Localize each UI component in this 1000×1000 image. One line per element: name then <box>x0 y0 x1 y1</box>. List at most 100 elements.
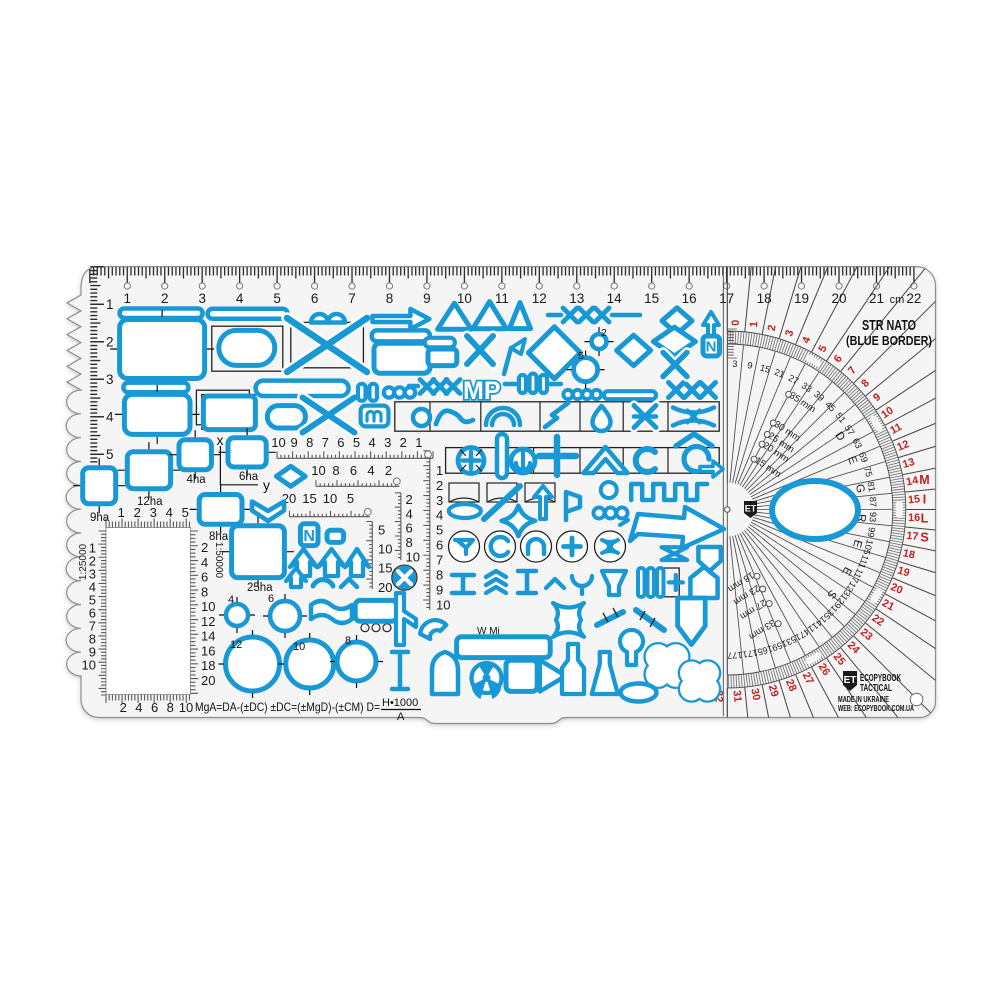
svg-text:7: 7 <box>348 291 356 306</box>
svg-text:9: 9 <box>747 360 754 371</box>
svg-text:3: 3 <box>384 435 391 450</box>
svg-text:12: 12 <box>230 639 242 651</box>
svg-text:S: S <box>920 531 928 545</box>
svg-text:2: 2 <box>106 334 114 349</box>
svg-text:13: 13 <box>569 291 584 306</box>
svg-text:1: 1 <box>89 541 96 556</box>
svg-text:MP: MP <box>463 377 501 405</box>
svg-text:x: x <box>217 432 224 448</box>
svg-text:4: 4 <box>228 594 234 606</box>
svg-text:5: 5 <box>273 291 281 306</box>
svg-text:6: 6 <box>406 521 413 536</box>
svg-text:4: 4 <box>236 291 244 306</box>
svg-text:5: 5 <box>816 343 829 354</box>
svg-text:16: 16 <box>908 512 920 524</box>
svg-text:15: 15 <box>378 561 392 576</box>
svg-text:7: 7 <box>436 553 443 568</box>
svg-text:9ha: 9ha <box>90 512 110 524</box>
svg-text:2: 2 <box>406 492 413 507</box>
svg-text:5: 5 <box>106 447 114 462</box>
svg-text:5: 5 <box>353 435 360 450</box>
svg-text:22: 22 <box>906 291 921 306</box>
svg-text:10: 10 <box>271 435 285 450</box>
svg-text:19: 19 <box>896 564 911 579</box>
svg-text:14: 14 <box>905 474 919 488</box>
svg-text:7: 7 <box>322 435 329 450</box>
svg-text:9: 9 <box>89 645 96 660</box>
svg-text:31: 31 <box>730 690 743 703</box>
svg-text:8ha: 8ha <box>209 531 229 543</box>
svg-text:6ha: 6ha <box>239 471 259 483</box>
svg-text:0: 0 <box>730 320 742 326</box>
svg-text:4: 4 <box>368 435 375 450</box>
svg-text:63: 63 <box>850 436 864 450</box>
svg-text:25: 25 <box>831 651 848 668</box>
svg-text:2: 2 <box>89 554 96 569</box>
svg-text:1: 1 <box>436 463 443 478</box>
svg-text:4: 4 <box>406 506 413 521</box>
svg-text:21: 21 <box>773 367 786 380</box>
svg-text:6: 6 <box>89 606 96 621</box>
svg-text:8: 8 <box>332 463 339 478</box>
svg-text:5: 5 <box>378 522 385 537</box>
svg-text:30: 30 <box>748 687 762 701</box>
svg-text:STR NATO: STR NATO <box>862 318 916 334</box>
svg-text:cm: cm <box>890 294 905 306</box>
svg-text:8: 8 <box>306 435 313 450</box>
svg-text:ET: ET <box>844 675 857 686</box>
svg-text:ECOPYBOOK: ECOPYBOOK <box>860 672 901 684</box>
svg-text:8: 8 <box>406 535 413 550</box>
svg-text:14: 14 <box>201 629 215 644</box>
svg-text:16: 16 <box>682 291 697 306</box>
svg-text:4: 4 <box>800 335 813 345</box>
svg-text:E: E <box>845 455 859 467</box>
svg-text:3: 3 <box>106 372 114 387</box>
svg-text:165: 165 <box>756 643 773 657</box>
svg-text:WEB: ECOPYBOOK.COM.UA: WEB: ECOPYBOOK.COM.UA <box>838 704 914 713</box>
svg-text:29: 29 <box>766 683 781 698</box>
svg-text:E: E <box>850 538 864 549</box>
svg-text:1: 1 <box>748 321 761 328</box>
svg-text:12: 12 <box>895 438 911 454</box>
svg-text:18: 18 <box>757 291 772 306</box>
svg-text:1:25000: 1:25000 <box>78 543 89 580</box>
svg-text:N: N <box>303 528 315 545</box>
svg-text:2: 2 <box>201 540 208 555</box>
svg-text:6: 6 <box>832 353 845 365</box>
svg-text:10: 10 <box>457 291 472 306</box>
svg-text:6: 6 <box>151 700 158 715</box>
svg-text:6: 6 <box>201 570 208 585</box>
svg-text:2: 2 <box>385 463 392 478</box>
svg-text:3: 3 <box>783 329 796 338</box>
svg-text:28: 28 <box>783 678 799 694</box>
svg-text:1: 1 <box>118 505 125 520</box>
svg-text:5: 5 <box>182 505 189 520</box>
svg-text:I: I <box>923 493 926 507</box>
svg-text:10: 10 <box>293 641 305 653</box>
svg-text:10: 10 <box>406 550 420 565</box>
svg-text:11: 11 <box>495 291 509 306</box>
svg-text:8: 8 <box>386 291 394 306</box>
svg-text:4: 4 <box>436 508 443 523</box>
svg-text:W Mi: W Mi <box>477 626 500 637</box>
svg-text:5: 5 <box>347 491 354 506</box>
svg-text:y: y <box>263 477 270 493</box>
svg-text:N: N <box>706 339 717 356</box>
svg-text:6: 6 <box>268 593 274 605</box>
svg-text:3: 3 <box>732 359 738 369</box>
svg-text:16: 16 <box>201 643 215 658</box>
svg-text:4ha: 4ha <box>187 474 207 486</box>
svg-text:ET: ET <box>745 504 757 514</box>
svg-text:23: 23 <box>858 626 875 643</box>
svg-text:11: 11 <box>888 421 904 437</box>
svg-text:6: 6 <box>337 435 344 450</box>
svg-text:15: 15 <box>759 363 771 375</box>
svg-text:2: 2 <box>134 505 141 520</box>
svg-text:33: 33 <box>800 380 814 394</box>
svg-text:51: 51 <box>834 411 848 425</box>
svg-text:5: 5 <box>578 350 584 362</box>
svg-text:27: 27 <box>800 670 816 686</box>
svg-text:8: 8 <box>345 635 351 647</box>
svg-text:39: 39 <box>812 389 826 403</box>
svg-text:19: 19 <box>794 291 809 306</box>
